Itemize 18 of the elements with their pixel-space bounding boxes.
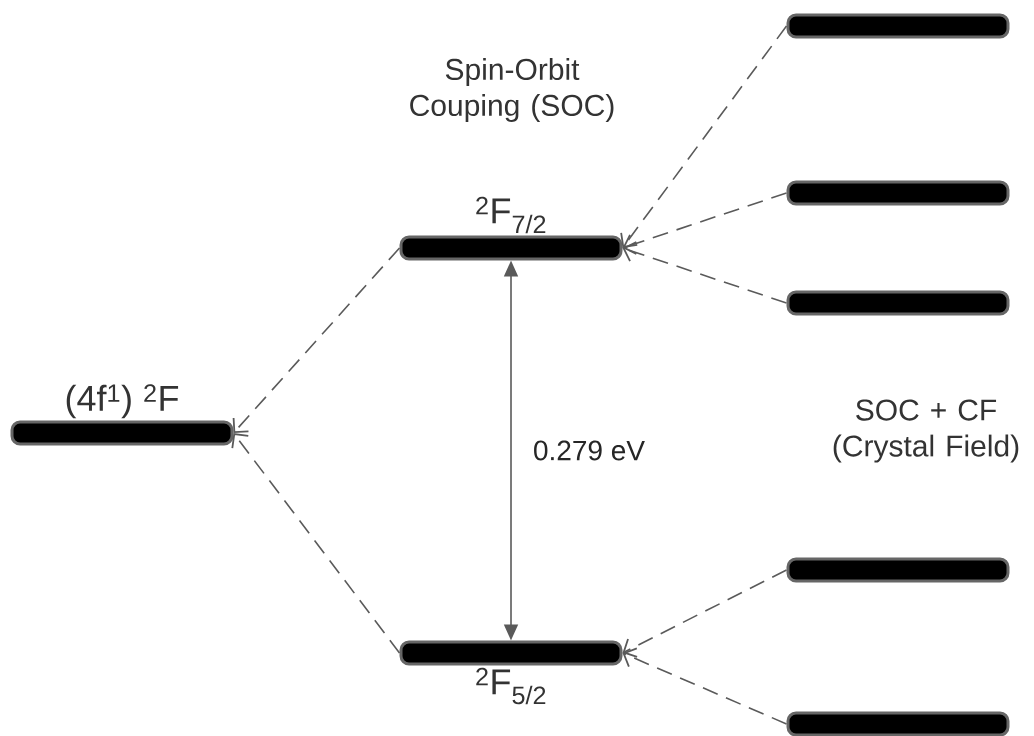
arrow [622,569,788,658]
arrow [231,433,401,654]
energy-level-bar [786,180,1010,206]
energy-level-bar [786,13,1010,39]
energy-level-bar [786,711,1010,736]
annotation-text: Spin-Orbit Couping (SOC) [410,58,614,122]
energy-level-bar [786,557,1010,583]
level-label: (4f$^{1}$) $^{2}$F [66,384,179,419]
arrow [622,647,788,725]
arrow [620,25,788,248]
arrow [622,241,788,304]
level-label: $^{2}$F$_{7/2}$ [476,196,546,234]
level-label: $^{2}$F$_{5/2}$ [476,667,546,705]
arrow [622,192,788,255]
annotation-text: SOC + CF (Crystal Field) [833,399,1019,463]
arrow [232,247,401,433]
edge-label: 0.279 eV [534,440,645,461]
energy-level-bar [786,290,1010,316]
